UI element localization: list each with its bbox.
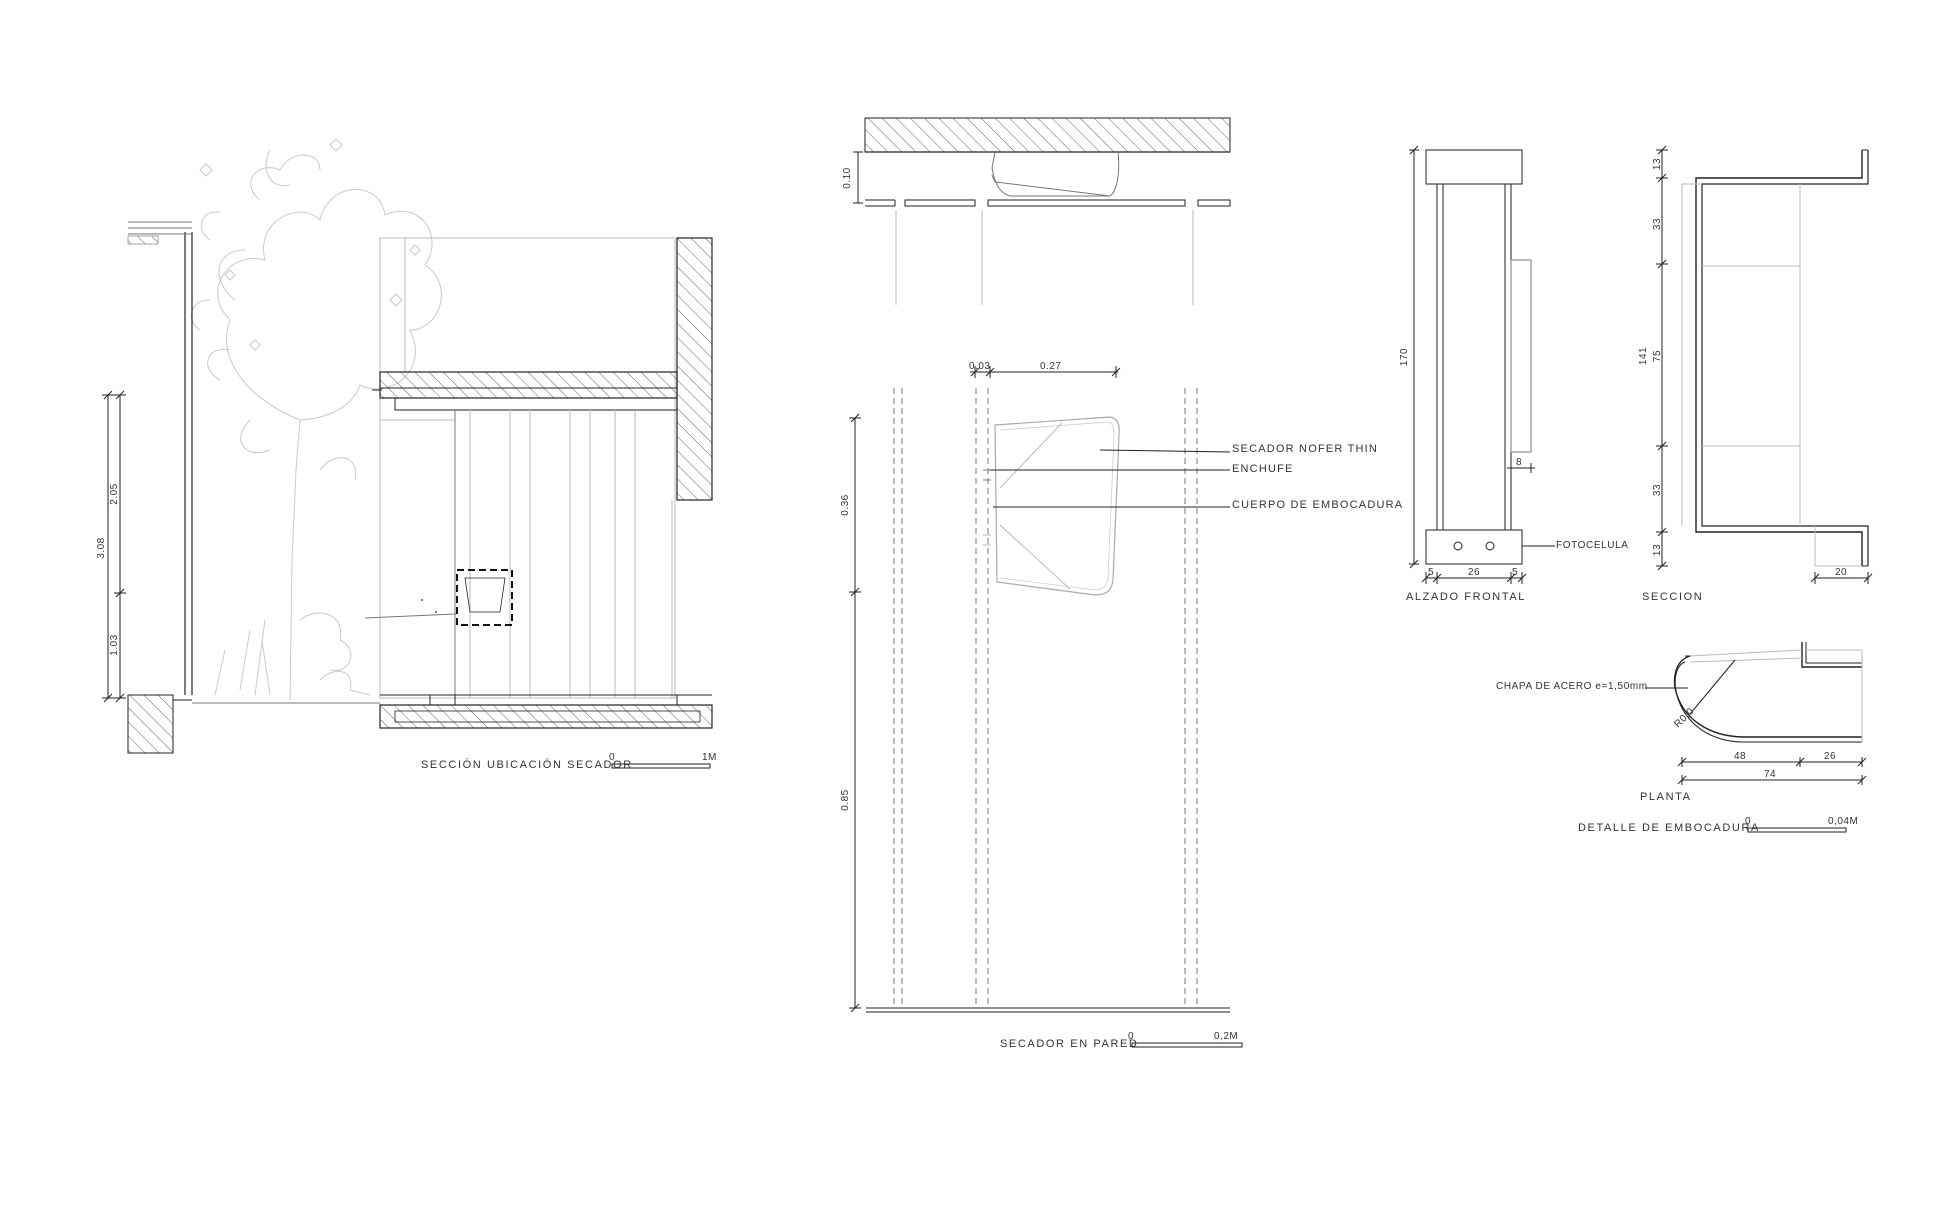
wall-dryer-drawing: 0.10 0.03 0.27 [840,117,1403,1050]
callout-plug: ENCHUFE [1232,463,1294,475]
section-dim-upper: 33 [1652,218,1663,230]
front-elevation: 170 5 26 5 8 FOTOCELULA ALZADO FRONTAL [1399,145,1629,603]
plan-dim-left: 48 [1734,751,1746,762]
scale-2-end: 0,2M [1214,1031,1238,1042]
plan-radius: R0,0 [1672,706,1696,730]
dim-ceiling-gap: 0.10 [842,167,853,188]
scale-bar-2 [1131,1042,1243,1048]
section-dim-lower: 33 [1652,484,1663,496]
section-dim-total: 141 [1638,347,1649,365]
front-small-dim: 8 [1516,457,1522,468]
dim-upper-height: 2.05 [109,483,120,504]
section-location-title: SECCIÓN UBICACIÓN SECADOR [421,758,633,771]
plan-dim-total: 74 [1764,769,1776,780]
callout-steel-sheet: CHAPA DE ACERO e=1,50mm [1496,681,1648,692]
section-dim-middle: 75 [1652,350,1663,362]
mouth-detail-drawing: 170 5 26 5 8 FOTOCELULA ALZADO FRONTAL [1399,145,1873,834]
scale-bar-1 [611,763,711,769]
plan-view-label: PLANTA [1640,791,1692,803]
front-width-right: 5 [1512,567,1518,578]
scale-3-end: 0,04M [1828,816,1858,827]
dim-dryer-depth: 0.27 [1040,361,1061,372]
section-location-drawing: 3.08 2.05 1.03 [96,138,717,771]
callout-mouth-body: CUERPO DE EMBOCADURA [1232,499,1403,511]
section-view-label: SECCION [1642,591,1703,603]
front-width-left: 5 [1428,567,1434,578]
dim-total-height: 3.08 [96,537,107,558]
callout-photocell: FOTOCELULA [1556,540,1629,551]
dryer-location-marker [456,569,513,626]
section-dim-bottom-flange: 13 [1652,544,1663,556]
scale-1-start: 0 [609,752,615,763]
scale-1-end: 1M [702,752,717,763]
wall-dryer-title: SECADOR EN PARED [1000,1038,1138,1050]
dim-mount-height: 0.85 [840,789,851,810]
scale-3-start: 0 [1745,816,1751,827]
section-dim-top-flange: 13 [1652,158,1663,170]
scale-2-start: 0 [1128,1031,1134,1042]
front-height-dim: 170 [1399,348,1410,366]
hand-dryer [983,416,1120,596]
section-dim-bottom: 20 [1835,567,1847,578]
callout-dryer-model: SECADOR NOFER THIN [1232,443,1378,455]
front-width-middle: 26 [1468,567,1480,578]
dim-lower-height: 1.03 [109,634,120,655]
dim-dryer-height: 0.36 [840,494,851,515]
scale-bar-3 [1747,827,1847,833]
mouth-detail-title: DETALLE DE EMBOCADURA [1578,822,1760,834]
plan-dim-right: 26 [1824,751,1836,762]
tree-illustration [190,138,442,701]
section-view: 13 33 75 33 13 141 20 SECCION [1638,145,1873,603]
dim-wall-gap: 0.03 [969,361,990,372]
front-elevation-label: ALZADO FRONTAL [1406,591,1526,603]
plan-view: R0,0 CHAPA DE ACERO e=1,50mm 48 26 74 PL… [1496,642,1867,803]
